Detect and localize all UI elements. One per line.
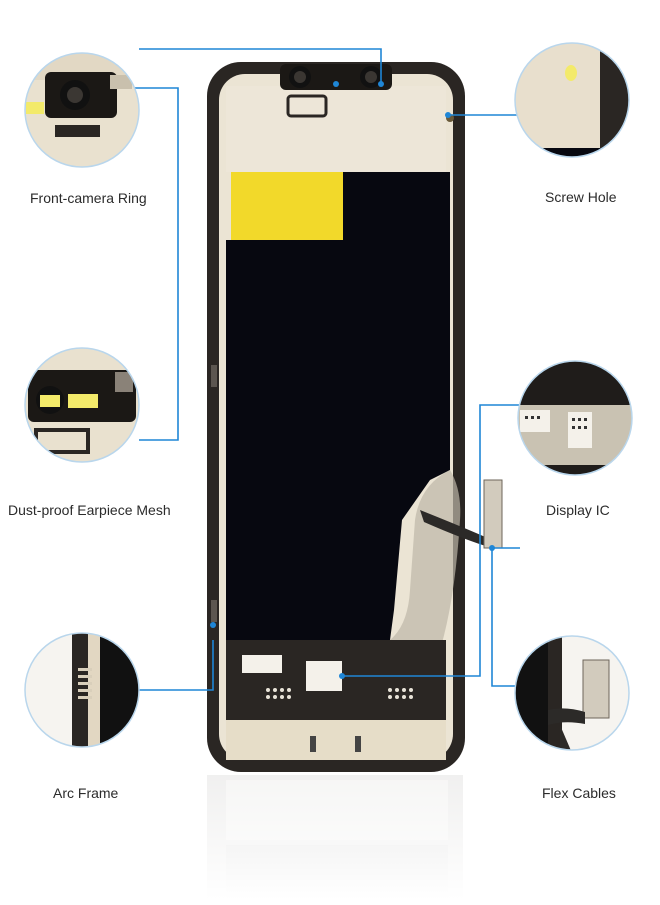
screw-hole-closeup-icon: [514, 42, 630, 158]
callout-dots: [210, 81, 495, 679]
dust-proof-mesh-label: Dust-proof Earpiece Mesh: [8, 502, 171, 518]
earpiece-mesh-closeup-icon: [24, 347, 140, 463]
arc-frame-closeup-icon: [24, 632, 140, 748]
display-ic-label: Display IC: [546, 502, 610, 518]
callout-lines: [108, 48, 530, 691]
flex-cables-label: Flex Cables: [542, 785, 616, 801]
screw-hole-label: Screw Hole: [545, 189, 617, 205]
front-camera-ring-closeup-icon: [24, 52, 140, 168]
flex-cables-closeup-icon: [514, 635, 630, 751]
arc-frame-label: Arc Frame: [53, 785, 119, 801]
phone-display-assembly-icon: [200, 62, 503, 900]
front-camera-ring-label: Front-camera Ring: [30, 190, 147, 206]
display-ic-closeup-icon: [517, 360, 633, 476]
